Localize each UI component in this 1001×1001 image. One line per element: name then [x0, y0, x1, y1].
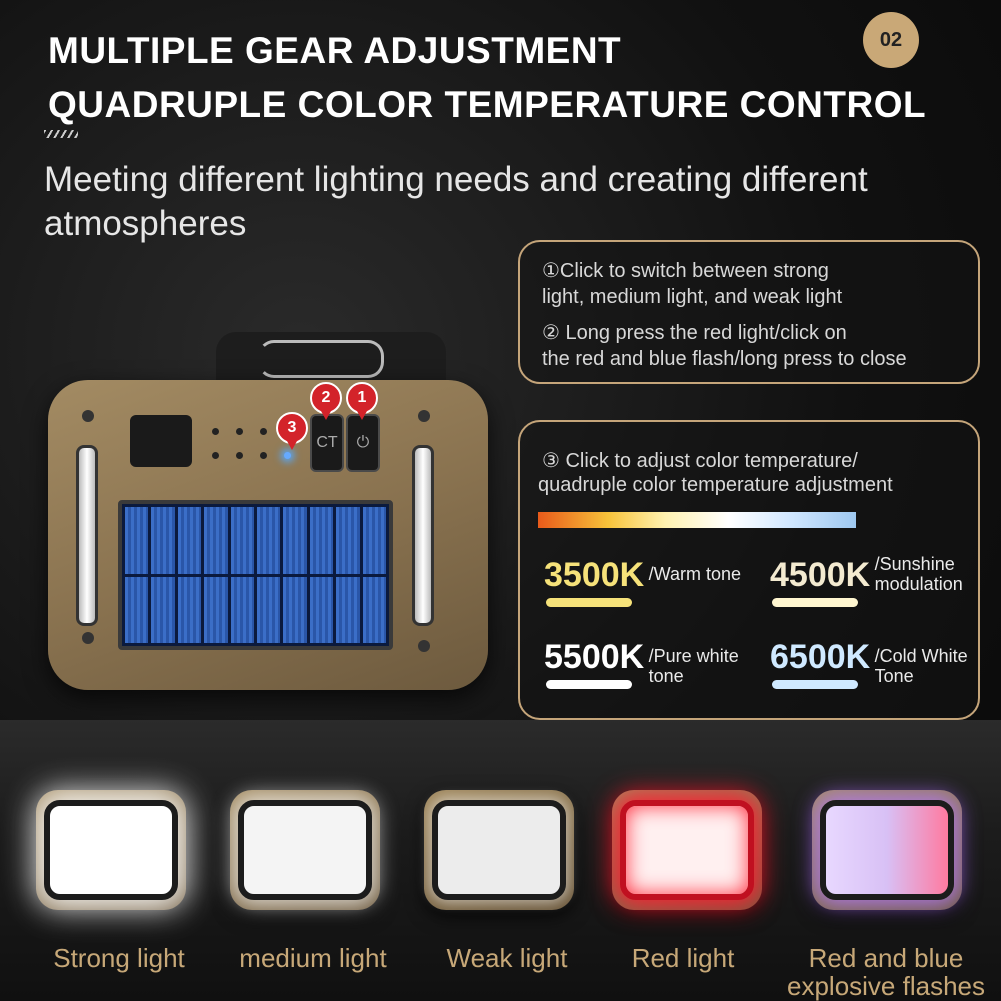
solar-cell [125, 576, 149, 643]
solar-cell [309, 507, 334, 574]
lamp-face [44, 800, 178, 900]
title-line-1: MULTIPLE GEAR ADJUSTMENT [48, 30, 622, 71]
solar-cell [230, 507, 254, 574]
led [236, 452, 243, 459]
swatch-6500k [772, 680, 858, 689]
swatch-4500k [772, 598, 858, 607]
solar-cell [283, 507, 307, 574]
temp-desc: /Pure white tone [648, 646, 739, 686]
temp-desc: /Sunshine modulation [874, 554, 963, 594]
subtitle: Meeting different lighting needs and cre… [44, 160, 868, 243]
mode-label-weak: Weak light [446, 943, 568, 973]
temp-desc: /Cold White Tone [874, 646, 968, 686]
solar-cell [151, 507, 175, 574]
mode-lamp-weak [424, 790, 574, 910]
temp-value: 3500K [544, 556, 645, 594]
screw [418, 410, 430, 422]
temp-value: 5500K [544, 638, 645, 676]
solar-cell [204, 576, 228, 643]
solar-cell [177, 576, 202, 643]
screw [82, 632, 94, 644]
solar-cell [362, 576, 386, 643]
panel1-line4: the red and blue flash/long press to clo… [542, 348, 907, 370]
carabiner-hook [258, 340, 384, 378]
solar-cell [336, 576, 360, 643]
solar-cell [151, 576, 175, 643]
callout-pin-3: 3 [276, 412, 308, 450]
solar-cell [256, 576, 281, 643]
panel1-line1: ①Click to switch between strong [542, 260, 829, 282]
solar-cell [230, 576, 254, 643]
solar-cell [177, 507, 202, 574]
usb-port-cover [130, 415, 192, 467]
callout-pin-2: 2 [310, 382, 342, 420]
temp-value: 6500K [770, 638, 871, 676]
lamp-face [620, 800, 754, 900]
panel2-line1: ③ Click to adjust color temperature/ [542, 450, 858, 472]
mode-label-red: Red light [631, 943, 735, 973]
panel1-line3: ② Long press the red light/click on [542, 322, 847, 344]
lamp-face [820, 800, 954, 900]
temp-5500k: 5500K /Pure white tone [544, 638, 755, 686]
left-light-strip [76, 445, 98, 626]
color-temperature-panel: ③ Click to adjust color temperature/ qua… [518, 420, 980, 720]
temp-4500k: 4500K /Sunshine modulation [770, 554, 975, 595]
led [236, 428, 243, 435]
lamp-face [432, 800, 566, 900]
title-line-2: QUADRUPLE COLOR TEMPERATURE CONTROL [48, 84, 927, 125]
screw [82, 410, 94, 422]
led [260, 428, 267, 435]
mode-label-medium: medium light [239, 943, 387, 973]
led [260, 452, 267, 459]
mode-lamp-medium [230, 790, 380, 910]
lamp-face [238, 800, 372, 900]
solar-cell [336, 507, 360, 574]
power-button[interactable]: ⏻ [346, 414, 380, 472]
power-icon: ⏻ [356, 434, 370, 451]
solar-cell [256, 507, 281, 574]
solar-cell [204, 507, 228, 574]
screw [418, 640, 430, 652]
color-temperature-gradient [538, 512, 856, 528]
temp-3500k: 3500K /Warm tone [544, 556, 741, 595]
mode-lamp-red [612, 790, 762, 910]
temp-6500k: 6500K /Cold White Tone [770, 638, 975, 686]
page-badge: 02 [863, 12, 919, 68]
panel2-line2: quadruple color temperature adjustment [538, 474, 893, 496]
instructions-panel-1: ①Click to switch between strong light, m… [518, 240, 980, 384]
led [212, 428, 219, 435]
led [212, 452, 219, 459]
swatch-3500k [546, 598, 632, 607]
mode-label-red-blue: Red and blue explosive flashes [787, 943, 985, 1001]
mode-label-strong: Strong light [53, 943, 185, 973]
callout-pin-1: 1 [346, 382, 378, 420]
right-light-strip [412, 445, 434, 626]
ct-button[interactable]: CT [310, 414, 344, 472]
temp-desc: /Warm tone [648, 564, 742, 584]
mode-lamp-red-blue [812, 790, 962, 910]
panel1-line2: light, medium light, and weak light [542, 286, 843, 308]
solar-panel [118, 500, 393, 650]
solar-cell [125, 507, 149, 574]
solar-cell [362, 507, 386, 574]
led-active [284, 452, 291, 459]
temp-value: 4500K [770, 556, 871, 594]
solar-cell [309, 576, 334, 643]
swatch-5500k [546, 680, 632, 689]
solar-cell [283, 576, 307, 643]
mode-lamp-strong [36, 790, 186, 910]
hatch-decoration [44, 130, 78, 138]
